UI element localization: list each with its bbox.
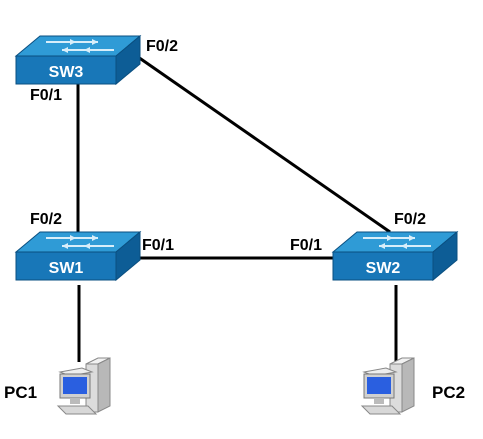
- pc-label: PC1: [4, 383, 37, 402]
- switch-sw3: SW3: [14, 34, 142, 86]
- switch-sw2: SW2: [331, 230, 459, 282]
- switch-icon: [14, 34, 142, 86]
- port-label-sw1-f02: F0/2: [30, 211, 62, 228]
- pc-pc1: PC1: [4, 357, 111, 415]
- port-label-sw2-f02: F0/2: [394, 211, 426, 228]
- links-layer: [76, 55, 398, 362]
- port-label-sw3-f02: F0/2: [146, 38, 178, 55]
- switch-label: SW3: [49, 64, 84, 81]
- pc-pc2: PC2: [360, 357, 465, 415]
- port-label-sw2-f01: F0/1: [290, 237, 322, 254]
- port-label-sw3-f01: F0/1: [30, 87, 62, 104]
- switch-icon: [331, 230, 459, 282]
- port-label-sw1-f01: F0/1: [142, 237, 174, 254]
- link-sw3-sw2: [137, 55, 391, 234]
- switch-label: SW2: [366, 260, 401, 277]
- port-labels: F0/2 F0/1 F0/2 F0/1 F0/1 F0/2: [30, 38, 426, 254]
- pc-icon: [56, 357, 111, 415]
- switch-sw1: SW1: [14, 230, 142, 282]
- switch-icon: [14, 230, 142, 282]
- switch-label: SW1: [49, 260, 84, 277]
- pc-icon: [360, 357, 415, 415]
- pc-label: PC2: [432, 383, 465, 402]
